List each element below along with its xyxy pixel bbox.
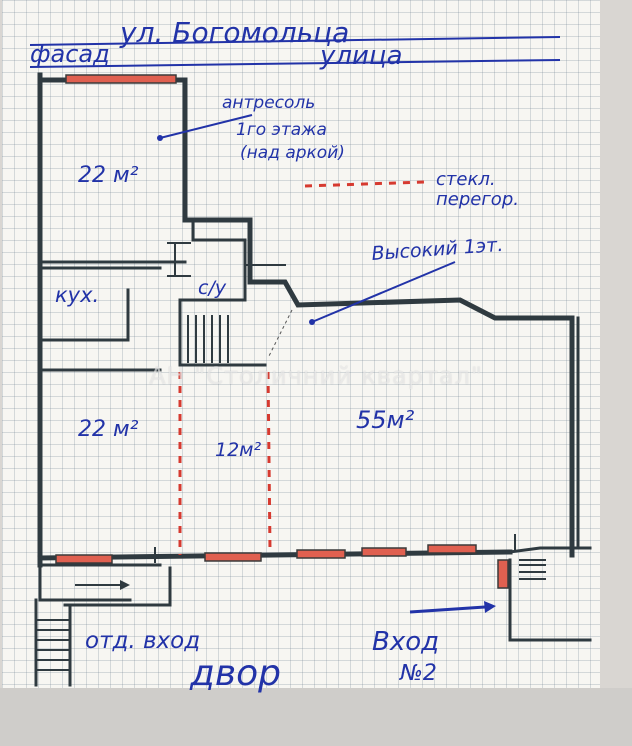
mezzanine-leader	[159, 114, 253, 139]
side-entry-wall-2	[63, 566, 172, 607]
vestibule-wall	[508, 558, 592, 642]
walls	[34, 72, 592, 687]
window-bottom-5	[427, 544, 477, 554]
room-large-area: 55м²	[356, 406, 415, 434]
wc-label: с/у	[198, 277, 227, 299]
high-floor-leader-dot	[309, 319, 315, 325]
glass-label-1: стекл.	[436, 169, 496, 190]
glass-label-2: перегор.	[436, 189, 519, 210]
watermark: АН "Столичний квартал"	[149, 362, 483, 390]
courtyard-label: двор	[189, 653, 281, 694]
high-floor-label: Высокий 1эт.	[371, 234, 504, 265]
wc-walls	[178, 218, 247, 302]
entry-arrow-icon	[75, 580, 130, 590]
window-bottom-1	[55, 554, 113, 564]
mezzanine-label-2: 1го этажа	[236, 120, 327, 140]
mezzanine-label-1: антресоль	[222, 93, 315, 113]
window-bottom-3	[296, 549, 346, 559]
entrance2-arrow-icon	[409, 601, 496, 614]
vestibule-top	[508, 546, 592, 554]
window-top	[65, 74, 177, 84]
entrance2-label-1: Вход	[372, 627, 439, 657]
room-top-left-area: 22 м²	[78, 163, 139, 188]
street-name: ул. Богомольца	[119, 16, 349, 49]
stairs-entrance2	[519, 564, 546, 580]
glass-legend-sample	[304, 180, 426, 188]
table-surface	[0, 688, 632, 746]
mezzanine-leader-dot	[157, 135, 163, 141]
glass-partition-right	[266, 371, 272, 551]
window-entrance2	[497, 559, 509, 589]
mezzanine-edge	[267, 309, 293, 359]
street-label: улица	[319, 41, 403, 71]
window-bottom-2	[204, 552, 262, 562]
separate-entrance-label: отд. вход	[85, 628, 200, 654]
window-bottom-4	[361, 547, 407, 557]
high-floor-leader	[311, 261, 456, 323]
stairs-wc	[187, 315, 229, 363]
windows	[55, 74, 509, 589]
outer-wall	[37, 77, 575, 558]
graph-paper-sheet	[2, 0, 600, 688]
room-bottom-left-area: 22 м²	[78, 417, 139, 442]
room-middle-area: 12м²	[215, 439, 262, 461]
side-entry-wall	[38, 563, 132, 602]
entrance2-label-2: №2	[399, 661, 437, 686]
mezzanine-label-3: (над аркой)	[240, 143, 345, 163]
kitchen-label: кух.	[55, 283, 99, 307]
header-underline-top	[29, 36, 561, 46]
stairs-left	[35, 619, 71, 671]
header-underline-bottom	[29, 59, 561, 68]
facade-label: фасад	[30, 40, 110, 68]
